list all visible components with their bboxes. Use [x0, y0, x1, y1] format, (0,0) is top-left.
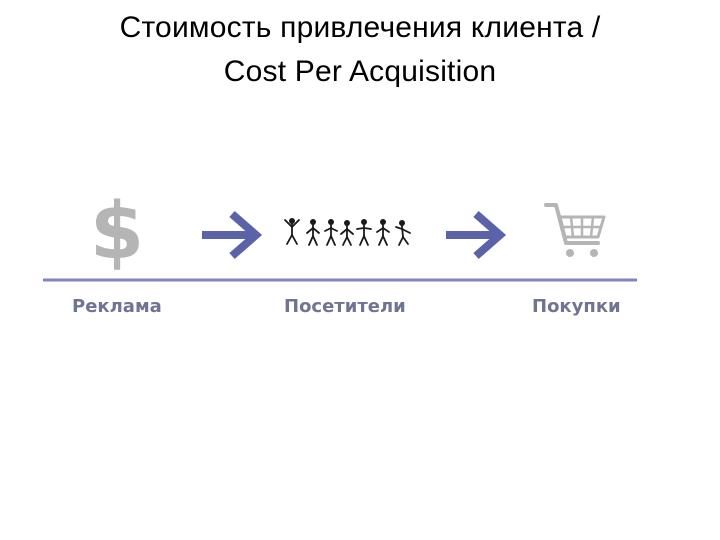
- page-title: Стоимость привлечения клиента / Cost Per…: [0, 6, 720, 94]
- stage-label-ads: Реклама: [72, 296, 162, 317]
- arrow-right-icon: [202, 210, 263, 260]
- title-line-ru: Стоимость привлечения клиента /: [119, 11, 601, 44]
- title-line-en: Cost Per Acquisition: [223, 55, 497, 88]
- dollar-sign-icon: $: [90, 187, 144, 277]
- stage-label-visitors: Посетители: [284, 296, 406, 317]
- arrow-right-icon: [446, 210, 507, 260]
- shopping-cart-icon: [544, 203, 606, 257]
- svg-text:$: $: [90, 187, 144, 277]
- stage-label-purchases: Покупки: [532, 296, 621, 317]
- people-icon: [284, 218, 411, 246]
